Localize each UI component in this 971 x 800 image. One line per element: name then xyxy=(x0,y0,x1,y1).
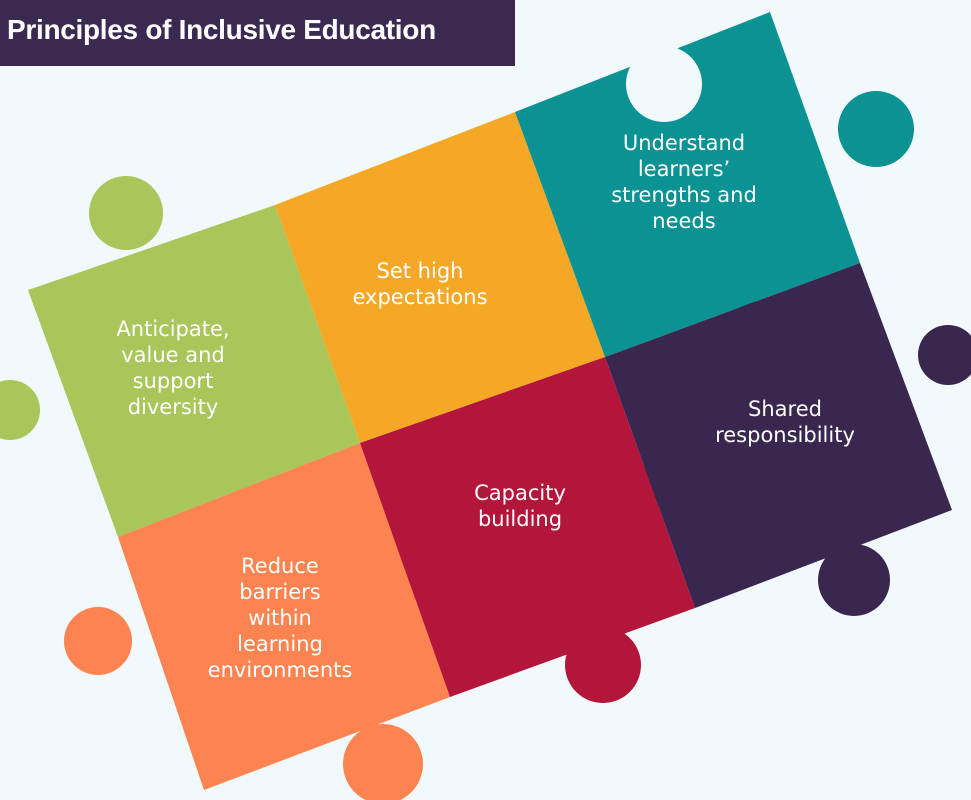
puzzle-piece-yellow xyxy=(275,112,605,443)
piece-label-line: value and xyxy=(121,343,225,367)
puzzle-piece-teal xyxy=(515,12,860,357)
piece-label-line: Understand xyxy=(623,131,745,155)
piece-label-line: support xyxy=(133,369,214,393)
piece-label-line: Set high xyxy=(377,259,464,283)
piece-label-line: responsibility xyxy=(715,423,855,447)
piece-label-line: diversity xyxy=(128,395,219,419)
piece-label-line: needs xyxy=(652,209,715,233)
piece-label-line: expectations xyxy=(352,285,487,309)
puzzle-tab-orange xyxy=(64,607,132,675)
piece-label-line: building xyxy=(478,507,562,531)
diagram-title: Principles of Inclusive Education xyxy=(7,14,436,45)
piece-label-line: Reduce xyxy=(241,554,319,578)
title-banner: Principles of Inclusive Education xyxy=(0,0,515,66)
puzzle-piece-crimson xyxy=(360,357,695,697)
puzzle-piece-purple xyxy=(605,263,952,608)
piece-label-line: learners’ xyxy=(638,157,730,181)
puzzle-tab-purple xyxy=(818,544,890,616)
piece-label-line: Capacity xyxy=(474,481,566,505)
puzzle-notch xyxy=(626,46,702,122)
puzzle-tab-orange xyxy=(343,724,423,800)
puzzle-tab-green xyxy=(0,380,40,440)
piece-label-line: strengths and xyxy=(611,183,757,207)
piece-label-line: within xyxy=(248,606,312,630)
piece-label-line: barriers xyxy=(239,580,320,604)
piece-label-line: Shared xyxy=(748,397,822,421)
puzzle-tab-purple xyxy=(918,325,971,385)
piece-label-line: environments xyxy=(208,658,353,682)
puzzle-piece-orange xyxy=(118,443,450,790)
puzzle-tab-green xyxy=(89,176,163,250)
piece-label-line: Anticipate, xyxy=(116,317,229,341)
puzzle-piece-green xyxy=(28,205,360,537)
puzzle-tab-teal xyxy=(838,91,914,167)
piece-label-line: learning xyxy=(237,632,323,656)
